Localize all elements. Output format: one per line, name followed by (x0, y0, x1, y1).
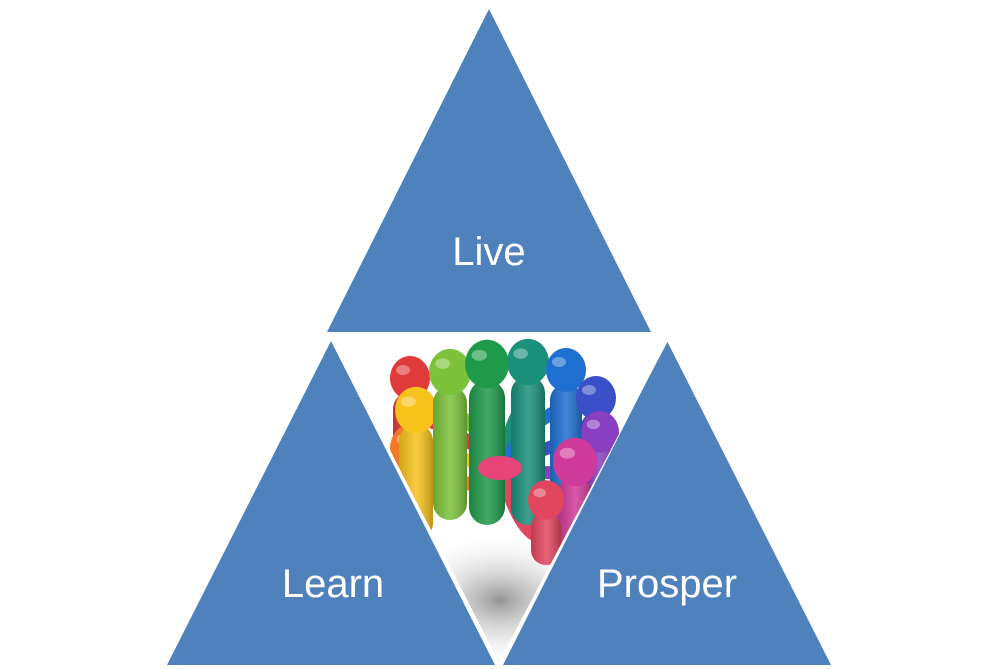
figure-head-highlight (552, 357, 566, 367)
figure-head-highlight (435, 358, 450, 369)
figure-head-highlight (401, 396, 416, 407)
figure-head-highlight (471, 349, 487, 361)
triangle-prosper: Prosper (503, 341, 831, 665)
figure-body-shade (469, 380, 505, 525)
triangle-prosper-shape (503, 341, 831, 665)
triangle-prosper-label: Prosper (597, 562, 737, 606)
triangle-learn-label: Learn (282, 562, 384, 606)
triangle-live-shape (327, 9, 651, 332)
figure-body-shade (433, 386, 467, 520)
triangle-learn-shape (167, 341, 495, 665)
figure-head (546, 348, 586, 392)
figure-head (429, 348, 471, 396)
figure-head (528, 480, 564, 520)
figure-head-highlight (396, 365, 410, 375)
figure-head (581, 411, 619, 453)
figure-head-highlight (586, 419, 600, 430)
triangle-learn: Learn (167, 341, 495, 665)
figure-head (395, 386, 437, 434)
figure-hands-hub (478, 456, 522, 480)
figure-head (507, 339, 549, 386)
figure-head-highlight (513, 348, 529, 359)
figure-head-highlight (533, 488, 546, 498)
figure-head (576, 376, 616, 420)
figure-head-highlight (559, 447, 575, 459)
figure-head-highlight (582, 385, 596, 395)
figure-head (553, 437, 597, 487)
triangle-live: Live (327, 9, 651, 332)
triangle-live-label: Live (452, 230, 525, 274)
figure-head (465, 339, 509, 389)
figure-body-shade (531, 512, 561, 565)
